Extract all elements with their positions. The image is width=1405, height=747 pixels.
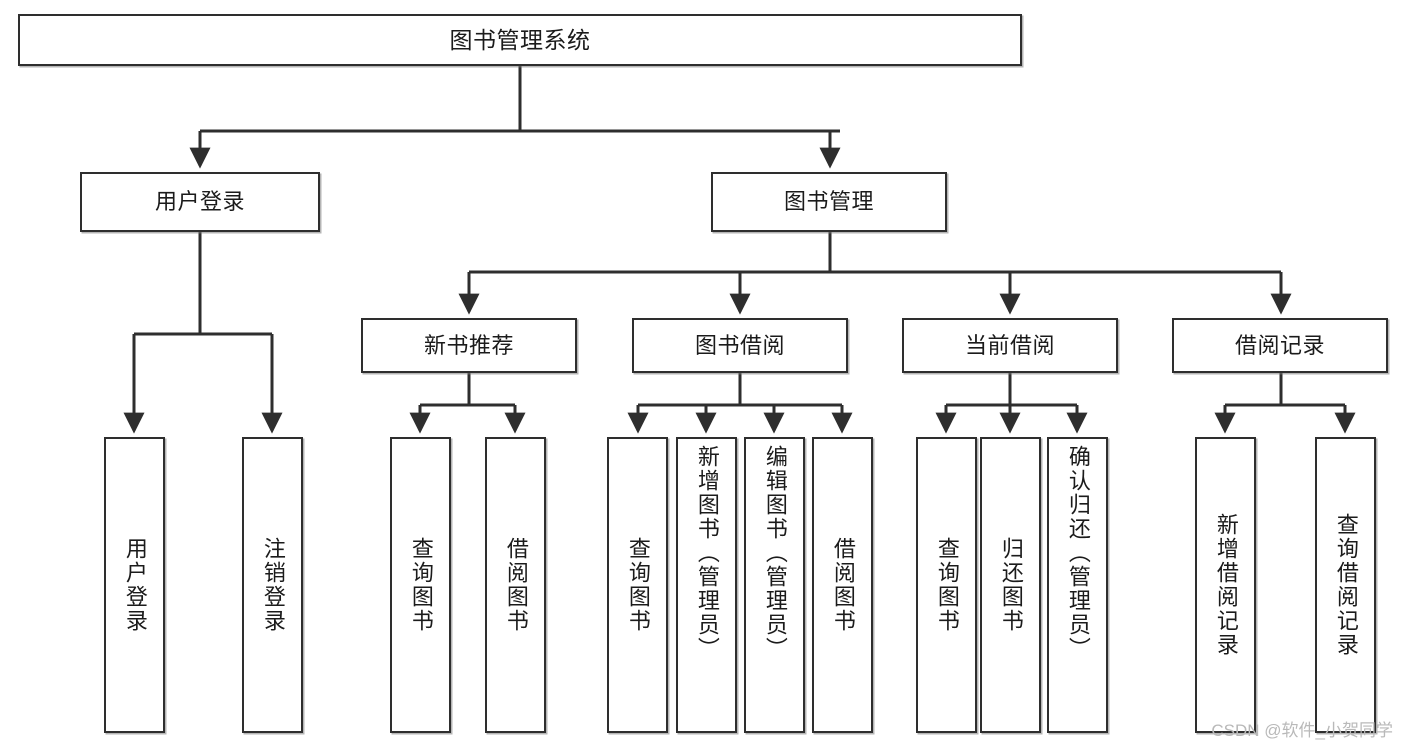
node-label: 借阅记录 <box>1234 332 1325 358</box>
node-label: 新增图书（管理员） <box>694 445 720 661</box>
node-label: 查询图书 <box>625 537 651 633</box>
node-label: 查询图书 <box>408 537 434 633</box>
node-label: 新增借阅记录 <box>1213 513 1239 657</box>
leaf-user-login-login[interactable]: 用户登录 <box>104 437 165 733</box>
node-label: 归还图书 <box>998 537 1024 633</box>
leaf-book-borrow-query-book[interactable]: 查询图书 <box>607 437 668 733</box>
leaf-current-borrow-return-book[interactable]: 归还图书 <box>980 437 1041 733</box>
leaf-new-book-query-book[interactable]: 查询图书 <box>390 437 451 733</box>
leaf-current-borrow-query-book[interactable]: 查询图书 <box>916 437 977 733</box>
node-label: 确认归还（管理员） <box>1065 445 1091 661</box>
node-book-management[interactable]: 图书管理 <box>711 172 947 232</box>
node-root-system[interactable]: 图书管理系统 <box>18 14 1022 66</box>
leaf-borrow-record-add-record[interactable]: 新增借阅记录 <box>1195 437 1256 733</box>
node-label: 用户登录 <box>154 189 245 215</box>
csdn-watermark: CSDN @软件_小贺同学 <box>1211 721 1393 740</box>
node-current-borrow[interactable]: 当前借阅 <box>902 318 1118 373</box>
node-label: 用户登录 <box>122 537 148 633</box>
node-label: 当前借阅 <box>964 332 1055 358</box>
node-new-book-recommend[interactable]: 新书推荐 <box>361 318 577 373</box>
leaf-user-login-logout[interactable]: 注销登录 <box>242 437 303 733</box>
node-label: 编辑图书（管理员） <box>762 445 788 661</box>
leaf-book-borrow-add-book[interactable]: 新增图书（管理员） <box>676 437 737 733</box>
node-label: 图书借阅 <box>694 332 785 358</box>
node-label: 查询借阅记录 <box>1333 513 1359 657</box>
node-label: 查询图书 <box>934 537 960 633</box>
leaf-book-borrow-edit-book[interactable]: 编辑图书（管理员） <box>744 437 805 733</box>
leaf-current-borrow-confirm-return[interactable]: 确认归还（管理员） <box>1047 437 1108 733</box>
node-borrow-record[interactable]: 借阅记录 <box>1172 318 1388 373</box>
leaf-new-book-borrow-book[interactable]: 借阅图书 <box>485 437 546 733</box>
node-book-borrow[interactable]: 图书借阅 <box>632 318 848 373</box>
node-label: 借阅图书 <box>503 537 529 633</box>
node-label: 图书管理系统 <box>449 26 591 53</box>
node-label: 新书推荐 <box>423 332 514 358</box>
node-user-login[interactable]: 用户登录 <box>80 172 320 232</box>
node-label: 注销登录 <box>260 537 286 633</box>
node-label: 图书管理 <box>783 189 874 215</box>
node-label: 借阅图书 <box>830 537 856 633</box>
leaf-borrow-record-query-record[interactable]: 查询借阅记录 <box>1315 437 1376 733</box>
leaf-book-borrow-borrow-book[interactable]: 借阅图书 <box>812 437 873 733</box>
